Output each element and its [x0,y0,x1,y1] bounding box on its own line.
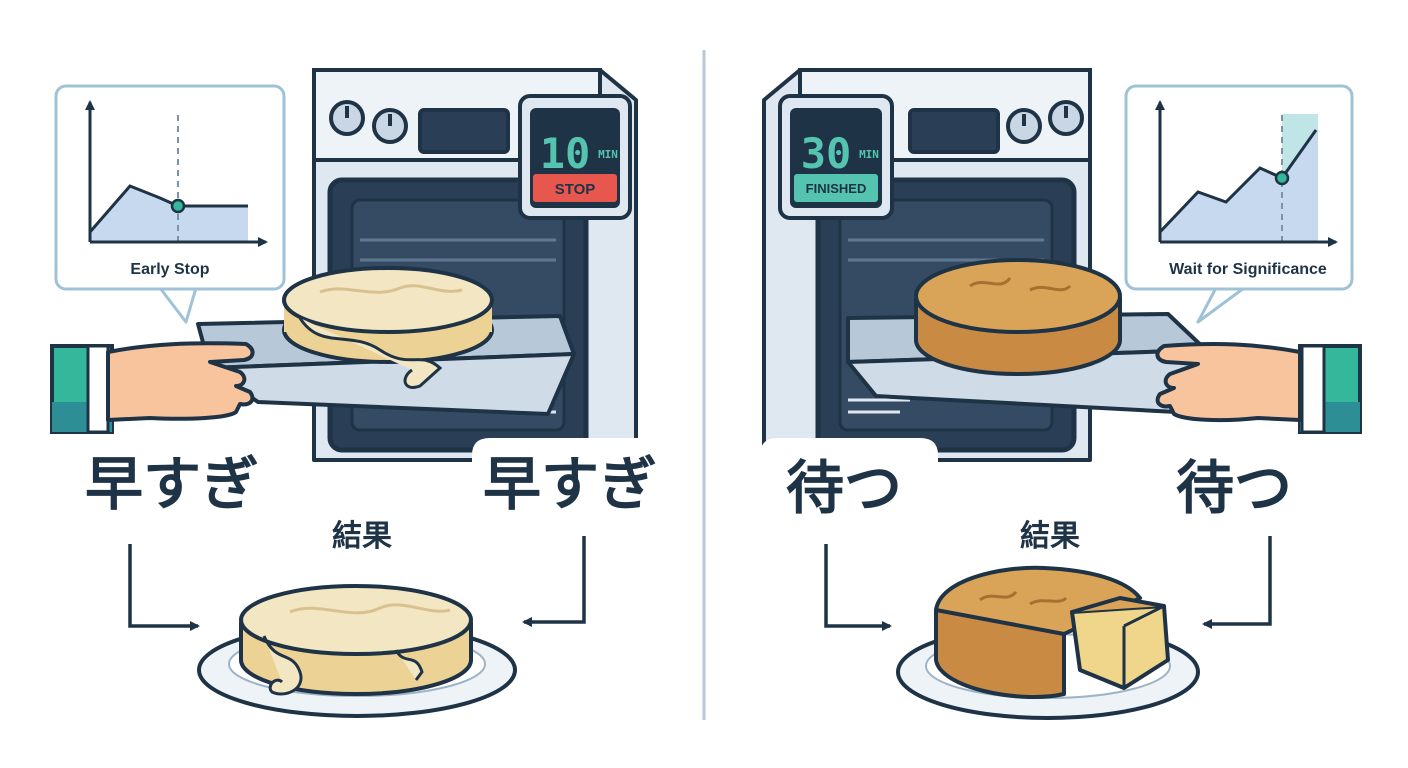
timer-value: 10 [540,129,591,178]
right-timer: 30 MIN FINISHED [778,94,894,220]
timer-status-badge [794,174,878,202]
right-result-label: 結果 [1020,519,1080,554]
right-badge-label: 待つ [1176,454,1292,522]
left-chart-callout: Early Stop [54,84,286,324]
right-result-plate [896,565,1200,720]
timer-status: FINISHED [806,181,867,196]
right-baked-cake-on-tray [914,258,1122,376]
timer-value: 30 [801,129,852,178]
right-hand [1155,342,1362,434]
chart-area [90,186,248,242]
left-arrow-to-result [824,544,892,631]
oven-panel-window [908,108,1000,154]
right-main-label: 待つ [786,454,902,522]
timer-status-badge [533,174,617,202]
left-raw-cake-on-tray [282,266,494,389]
right-panel: 30 MIN FINISHED Wait for Significance [760,68,1362,720]
chart-caption: Wait for Significance [1169,261,1327,278]
left-panel: 10 MIN STOP Early Stop [50,68,660,718]
right-arrow-to-result [522,536,586,627]
left-timer: 10 MIN STOP [518,94,632,220]
significance-point [1274,170,1290,186]
left-result-plate [197,584,517,718]
left-result-label: 結果 [332,519,392,554]
oven-panel-window [418,108,510,154]
chart-area [1160,130,1318,242]
left-badge-label: 早すぎ [483,450,657,518]
timer-unit: MIN [859,148,879,161]
right-chart-callout: Wait for Significance [1124,84,1354,324]
timer-unit: MIN [598,148,618,161]
chart-caption: Early Stop [130,261,209,278]
stop-point [170,198,186,214]
left-arrow-to-result [128,544,200,631]
right-label-tab [760,438,938,510]
left-label-tab [472,438,660,512]
left-hand [50,341,255,434]
timer-status: STOP [555,181,596,198]
right-arrow-to-result [1202,536,1272,629]
left-main-label: 早すぎ [85,450,259,518]
